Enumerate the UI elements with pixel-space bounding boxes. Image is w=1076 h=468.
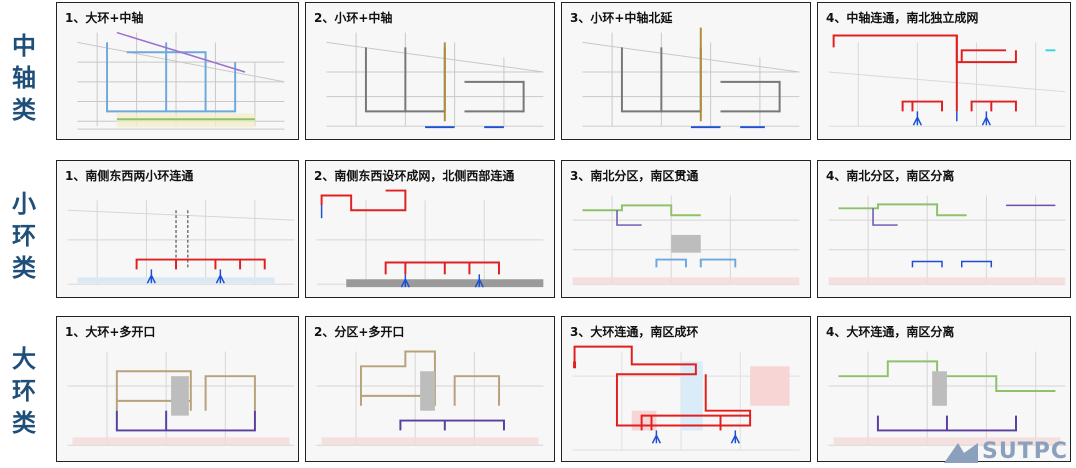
row-label-large-ring: 大环类 xyxy=(12,345,36,437)
panel-title: 2、南侧东西设环成网，北侧西部连通 xyxy=(314,169,515,183)
map-diagram xyxy=(77,31,285,130)
map-diagram xyxy=(582,27,800,129)
panel-title: 1、大环+中轴 xyxy=(65,11,144,25)
map-diagram xyxy=(67,200,295,285)
map-diagram xyxy=(326,32,544,129)
row-label-central-axis: 中轴类 xyxy=(12,32,36,124)
panel-title: 2、分区+多开口 xyxy=(314,325,405,339)
map-diagram xyxy=(572,195,800,286)
map-diagram xyxy=(828,34,1066,127)
panel-large-ring-4: 4、大环连通，南区分离 xyxy=(817,316,1071,462)
panel-large-ring-1: 1、大环+多开口 xyxy=(56,316,299,462)
map-diagram xyxy=(828,351,1066,446)
panel-title: 3、南北分区，南区贯通 xyxy=(570,169,699,183)
map-diagram xyxy=(67,351,295,446)
panel-small-ring-3: 3、南北分区，南区贯通 xyxy=(561,160,811,298)
logo-text: SUTPC xyxy=(982,439,1068,464)
row-label-small-ring: 小环类 xyxy=(12,190,36,282)
map-diagram xyxy=(828,195,1066,286)
panel-large-ring-2: 2、分区+多开口 xyxy=(305,316,555,462)
panel-title: 4、南北分区，南区分离 xyxy=(826,169,955,183)
panel-central-3: 3、小环+中轴北延 xyxy=(561,2,811,140)
map-diagram xyxy=(316,189,544,288)
map-diagram xyxy=(572,345,800,451)
panel-small-ring-2: 2、南侧东西设环成网，北侧西部连通 xyxy=(305,160,555,298)
panel-small-ring-4: 4、南北分区，南区分离 xyxy=(817,160,1071,298)
panel-central-2: 2、小环+中轴 xyxy=(305,2,555,140)
sutpc-logo: SUTPC xyxy=(944,439,1068,464)
panel-central-1: 1、大环+中轴 xyxy=(56,2,299,140)
panel-title: 4、中轴连通，南北独立成网 xyxy=(826,11,979,25)
panel-title: 1、南侧东西两小环连通 xyxy=(65,169,194,183)
panel-small-ring-1: 1、南侧东西两小环连通 xyxy=(56,160,299,298)
panel-large-ring-3: 3、大环连通，南区成环 xyxy=(561,316,811,462)
panel-central-4: 4、中轴连通，南北独立成网 xyxy=(817,2,1071,140)
panel-title: 3、小环+中轴北延 xyxy=(570,11,673,25)
map-diagram xyxy=(316,350,544,446)
panel-title: 4、大环连通，南区分离 xyxy=(826,325,955,339)
panel-title: 1、大环+多开口 xyxy=(65,325,156,339)
logo-mark-icon xyxy=(944,442,978,463)
panel-title: 3、大环连通，南区成环 xyxy=(570,325,699,339)
panel-title: 2、小环+中轴 xyxy=(314,11,393,25)
